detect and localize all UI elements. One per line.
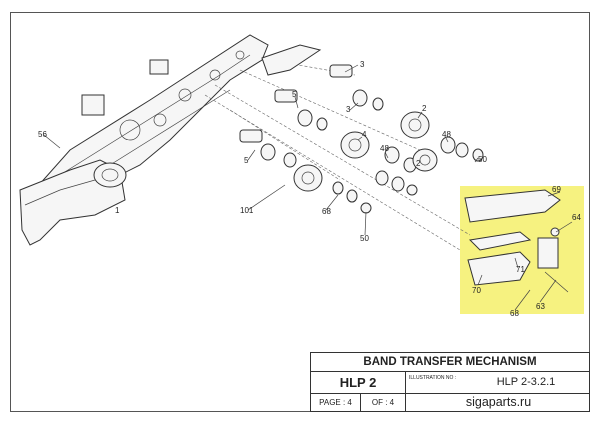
title-block-model-row: HLP 2 ILLUSTRATION NO : HLP 2-3.2.1 [311,371,589,394]
callout-50-top: 50 [478,155,487,164]
illustration-number: HLP 2-3.2.1 [496,376,556,388]
callout-5-top: 5 [292,90,297,99]
callout-63: 63 [536,302,545,311]
page-total: OF : 4 [361,393,406,411]
drawing-title: BAND TRANSFER MECHANISM [311,353,589,372]
site-name: sigaparts.ru [465,395,532,409]
title-block-page-row: PAGE : 4 OF : 4 sigaparts.ru [311,393,589,411]
highlight-assembly [464,189,569,293]
roller-row-middle [274,89,438,173]
callout-2-top: 2 [422,104,427,113]
model-name: HLP 2 [311,371,406,393]
callout-48-mid: 48 [380,144,389,153]
leader-lines [43,64,573,311]
callout-50-bottom: 50 [360,234,369,243]
callout-68-left: 68 [322,207,331,216]
title-block: BAND TRANSFER MECHANISM HLP 2 ILLUSTRATI… [310,352,590,412]
sheet-border [10,12,590,412]
callout-68-right: 68 [510,309,519,318]
callout-48-top: 48 [442,130,451,139]
callout-5-bottom: 5 [244,156,249,165]
callout-70: 70 [472,286,481,295]
callout-2-mid: 2 [416,159,421,168]
callout-3-mid: 3 [346,105,351,114]
callout-69: 69 [552,185,561,194]
callout-71: 71 [516,265,525,274]
callout-101: 101 [240,206,254,215]
callout-3-top: 3 [360,60,365,69]
callout-64: 64 [572,213,581,222]
roller-row-bottom [239,129,418,214]
upper-bracket [261,44,322,76]
callout-1: 1 [115,206,120,215]
roller-row-top [329,64,484,162]
base-bracket [19,159,127,246]
callout-56: 56 [38,130,47,139]
callout-4: 4 [362,130,367,139]
page-number: PAGE : 4 [311,393,361,411]
illustration-label: ILLUSTRATION NO : [409,375,457,381]
